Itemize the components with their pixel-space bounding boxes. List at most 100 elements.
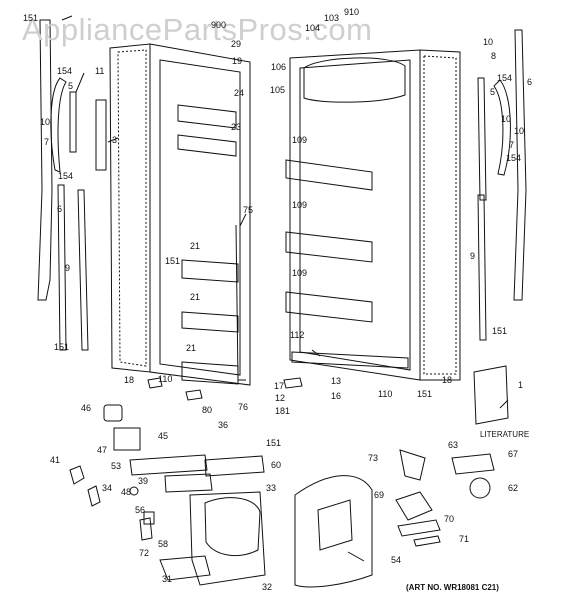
- callout-34: 34: [102, 483, 113, 493]
- callout-70: 70: [444, 514, 455, 524]
- freezer-door-gasket: [117, 49, 147, 367]
- dispenser-module-47: [113, 427, 141, 451]
- dispenser-recess-54: [317, 499, 353, 551]
- callout-58: 58: [158, 539, 169, 549]
- callout-33: 33: [266, 483, 277, 493]
- callout-112: 112: [290, 330, 305, 340]
- right-handle: [493, 79, 511, 176]
- callout-18: 18: [442, 375, 453, 385]
- callout-71: 71: [459, 534, 470, 544]
- callout-151: 151: [54, 342, 70, 352]
- callout-60: 60: [271, 460, 282, 470]
- callout-46: 46: [81, 403, 92, 413]
- leader-75: [239, 213, 247, 227]
- art-number: (ART NO. WR18081 C21): [406, 583, 499, 592]
- left-handle-trim: [95, 99, 107, 171]
- leader-54: [347, 551, 365, 562]
- callout-53: 53: [111, 461, 122, 471]
- dispenser-door-panel-54: [294, 475, 373, 588]
- freezer-door-outer-panel: [109, 43, 151, 373]
- bracket-67: [451, 453, 495, 475]
- clip-13: [283, 377, 303, 389]
- actuator-69: [395, 491, 433, 521]
- callout-21: 21: [186, 343, 197, 353]
- callout-63: 63: [448, 440, 459, 450]
- callout-151: 151: [23, 13, 39, 23]
- callout-105: 105: [270, 85, 286, 95]
- nut-48: [129, 486, 139, 496]
- leader-11: [75, 72, 85, 93]
- foot-110: [147, 377, 163, 389]
- callout-151: 151: [417, 389, 433, 399]
- callout-56: 56: [135, 505, 146, 515]
- callout-80: 80: [202, 405, 213, 415]
- callout-10: 10: [501, 114, 512, 124]
- callout-10: 10: [483, 37, 494, 47]
- callout-151: 151: [165, 256, 181, 266]
- callout-19: 19: [232, 56, 243, 66]
- spring-71: [413, 535, 441, 547]
- callout-24: 24: [234, 88, 245, 98]
- callout-32: 32: [262, 582, 273, 592]
- clip-56: [143, 511, 155, 525]
- clip-80: [185, 389, 203, 401]
- callout-109: 109: [292, 135, 308, 145]
- dispenser-lever-39: [164, 473, 213, 493]
- callout-75: 75: [243, 205, 254, 215]
- door-bottom-trim-112: [291, 351, 409, 369]
- callout-3: 3: [112, 135, 118, 145]
- arm-70: [397, 519, 441, 537]
- leader-1: [499, 399, 509, 409]
- fresh-food-door-gasket: [423, 55, 457, 375]
- callout-7: 7: [509, 140, 515, 150]
- callout-69: 69: [374, 490, 385, 500]
- callout-47: 47: [97, 445, 108, 455]
- right-handle-bracket: [477, 77, 487, 201]
- callout-54: 54: [391, 555, 402, 565]
- callout-31: 31: [162, 574, 173, 584]
- callout-10: 10: [514, 126, 525, 136]
- dispenser-cover-53: [129, 454, 208, 476]
- callout-9: 9: [470, 251, 476, 261]
- drip-tray-31: [159, 555, 211, 581]
- door-bin-109-upper: [285, 159, 373, 191]
- callout-154: 154: [497, 73, 513, 83]
- callout-5: 5: [490, 87, 496, 97]
- left-trim-strip-lower: [77, 189, 89, 351]
- callout-8: 8: [491, 51, 497, 61]
- callout-21: 21: [190, 292, 201, 302]
- callout-12: 12: [275, 393, 286, 403]
- freezer-door-shelf-24: [177, 104, 237, 129]
- right-trim-strip: [477, 194, 487, 341]
- callout-67: 67: [508, 449, 519, 459]
- dispenser-chute-33: [204, 497, 261, 557]
- freezer-door-shelf-23: [177, 134, 237, 157]
- leader-151a: [61, 15, 73, 21]
- callout-76: 76: [238, 402, 249, 412]
- watermark-text: AppliancePartsPros.com: [22, 12, 373, 47]
- fresh-food-door-outer-panel: [419, 49, 461, 381]
- left-handle: [50, 77, 67, 173]
- callout-18: 18: [124, 375, 135, 385]
- leader-3: [107, 137, 119, 143]
- freezer-door-liner-inner: [159, 59, 241, 376]
- literature-booklet: [473, 365, 509, 425]
- callout-17: 17: [274, 381, 285, 391]
- callout-151: 151: [492, 326, 508, 336]
- freezer-bin-middle: [181, 311, 239, 333]
- left-door-gasket-strip: [37, 19, 53, 301]
- freezer-door-liner: [149, 43, 251, 386]
- callout-106: 106: [271, 62, 287, 72]
- left-trim-strip-upper: [57, 184, 67, 351]
- dispenser-bracket-60: [204, 455, 265, 477]
- freezer-bin-upper: [181, 259, 239, 283]
- callout-21: 21: [190, 241, 201, 251]
- callout-48: 48: [121, 487, 132, 497]
- callout-104: 104: [305, 23, 321, 33]
- callout-5: 5: [68, 81, 74, 91]
- callout-11: 11: [95, 66, 105, 76]
- callout-39: 39: [138, 476, 149, 486]
- leader-112: [311, 349, 321, 357]
- callout-103: 103: [324, 13, 340, 23]
